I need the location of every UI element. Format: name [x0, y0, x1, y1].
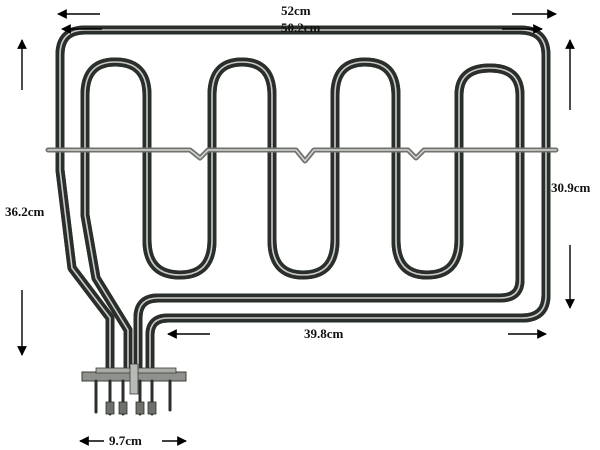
dimension-arrows: [17, 9, 575, 446]
support-bracket: [45, 147, 559, 164]
outer-width-label: 52cm: [281, 3, 311, 18]
inner-width-label: 50.2cm: [281, 20, 321, 35]
terminal-width-label: 9.7cm: [109, 433, 142, 448]
outer-height-label: 36.2cm: [5, 204, 45, 219]
terminal-block: [81, 363, 187, 416]
heating-element: [55, 25, 551, 377]
inner-height-label: 30.9cm: [551, 180, 591, 195]
bottom-length-label: 39.8cm: [304, 326, 344, 341]
tube-highlights: [59, 29, 547, 373]
